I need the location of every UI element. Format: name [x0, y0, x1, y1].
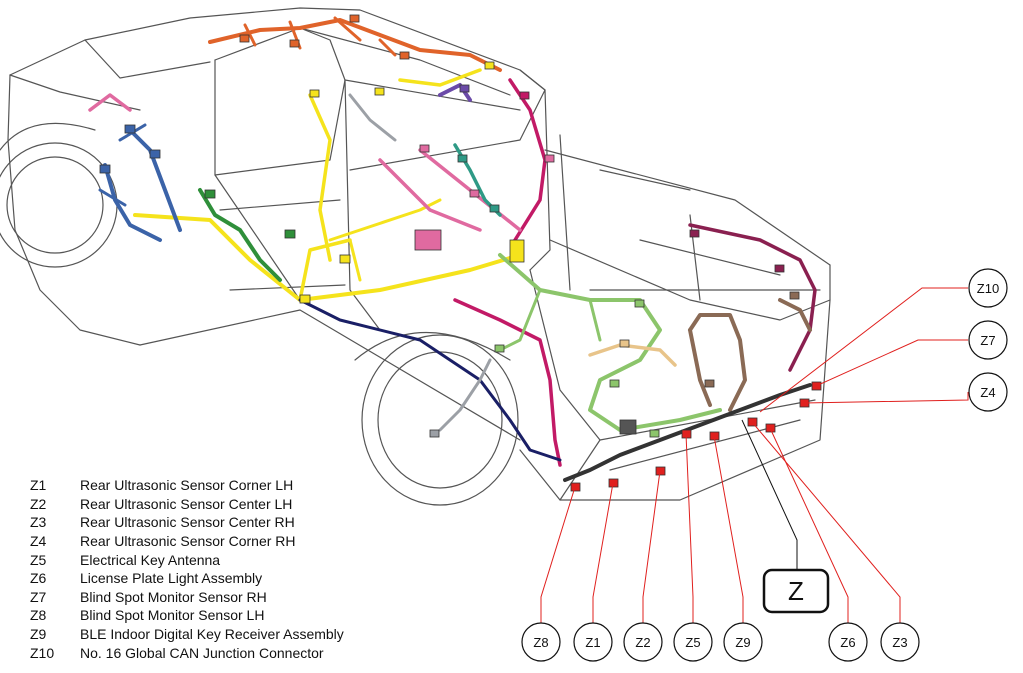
legend-label: Blind Spot Monitor Sensor RH: [80, 588, 267, 605]
callout-z9: Z9: [723, 622, 763, 662]
harness-yellow-cab: [328, 198, 442, 282]
legend-label: Electrical Key Antenna: [80, 551, 221, 568]
harness-tan: [588, 343, 677, 367]
svg-text:Z1: Z1: [585, 635, 600, 650]
legend-row: Z7 Blind Spot Monitor Sensor RH: [30, 588, 430, 607]
truck-outline: [0, 7, 831, 506]
leader-z9: [713, 435, 744, 624]
legend-code: Z2: [30, 495, 47, 512]
leader-z6: [769, 427, 849, 624]
legend-code: Z7: [30, 588, 47, 605]
callout-z5: Z5: [673, 622, 713, 662]
legend-label: Rear Ultrasonic Sensor Corner RH: [80, 533, 296, 550]
svg-text:Z10: Z10: [977, 281, 999, 296]
svg-text:Z5: Z5: [685, 635, 700, 650]
legend-code: Z6: [30, 570, 47, 587]
legend-code: Z9: [30, 626, 47, 643]
legend-label: Rear Ultrasonic Sensor Center RH: [80, 514, 295, 531]
legend-code: Z10: [30, 644, 55, 661]
legend-label: License Plate Light Assembly: [80, 570, 263, 587]
harness-orange: [208, 18, 502, 72]
leader-z2: [642, 470, 661, 624]
legend-row: Z9 BLE Indoor Digital Key Receiver Assem…: [30, 625, 430, 644]
harness-orange-branch: [243, 16, 397, 57]
legend-row: Z2 Rear Ultrasonic Sensor Center LH: [30, 495, 430, 514]
leader-z7: [815, 339, 968, 387]
harness-green: [198, 188, 282, 282]
leader-lines: [540, 287, 969, 624]
legend-row: Z10 No. 16 Global CAN Junction Connector: [30, 643, 430, 662]
group-label: Z: [788, 576, 804, 606]
harness-dark: [563, 383, 812, 482]
legend-row: Z4 Rear Ultrasonic Sensor Corner RH: [30, 532, 430, 551]
leader-z3: [751, 421, 901, 624]
legend-row: Z6 License Plate Light Assembly: [30, 569, 430, 588]
svg-text:Z3: Z3: [892, 635, 907, 650]
svg-text:Z7: Z7: [980, 333, 995, 348]
leader-z-group: [741, 419, 798, 570]
callout-z8: Z8: [521, 622, 561, 662]
svg-text:Z6: Z6: [840, 635, 855, 650]
svg-text:Z4: Z4: [980, 385, 995, 400]
legend: Z1 Rear Ultrasonic Sensor Corner LH Z2 R…: [30, 476, 430, 662]
harness-magenta: [453, 78, 562, 467]
harness-brown: [688, 298, 812, 412]
legend-code: Z5: [30, 551, 47, 568]
group-label-box: Z: [762, 568, 830, 614]
harness-yellow: [133, 213, 522, 302]
legend-label: No. 16 Global CAN Junction Connector: [80, 644, 324, 661]
legend-row: Z3 Rear Ultrasonic Sensor Center RH: [30, 513, 430, 532]
harness-lightgreen-branch: [498, 288, 602, 352]
harness-gray: [348, 93, 492, 432]
wiring-harnesses: [88, 16, 817, 482]
leader-z5: [685, 433, 694, 624]
legend-row: Z5 Electrical Key Antenna: [30, 550, 430, 569]
callout-z3: Z3: [880, 622, 920, 662]
legend-label: Rear Ultrasonic Sensor Corner LH: [80, 477, 294, 494]
callout-z6: Z6: [828, 622, 868, 662]
svg-text:Z8: Z8: [533, 635, 548, 650]
harness-magenta-bed: [688, 223, 817, 372]
legend-code: Z1: [30, 477, 47, 494]
leader-z1: [592, 482, 614, 624]
callout-z4: Z4: [968, 372, 1008, 412]
svg-text:Z9: Z9: [735, 635, 750, 650]
leader-z4: [803, 392, 969, 404]
harness-lightgreen: [498, 253, 722, 432]
callout-z2: Z2: [623, 622, 663, 662]
callout-z7: Z7: [968, 320, 1008, 360]
callouts: Z8 Z1 Z2 Z5 Z9 Z6 Z3 Z10: [521, 268, 1008, 662]
legend-code: Z4: [30, 533, 47, 550]
legend-row: Z8 Blind Spot Monitor Sensor LH: [30, 606, 430, 625]
legend-code: Z8: [30, 607, 47, 624]
legend-label: BLE Indoor Digital Key Receiver Assembly: [80, 626, 344, 643]
legend-code: Z3: [30, 514, 47, 531]
legend-row: Z1 Rear Ultrasonic Sensor Corner LH: [30, 476, 430, 495]
harness-yellow-roof: [298, 68, 482, 302]
legend-label: Blind Spot Monitor Sensor LH: [80, 607, 265, 624]
callout-z10: Z10: [968, 268, 1008, 308]
legend-label: Rear Ultrasonic Sensor Center LH: [80, 495, 293, 512]
harness-blue: [103, 128, 182, 242]
svg-text:Z2: Z2: [635, 635, 650, 650]
callout-z1: Z1: [573, 622, 613, 662]
leader-z8: [540, 486, 576, 624]
leader-z10: [759, 287, 968, 413]
